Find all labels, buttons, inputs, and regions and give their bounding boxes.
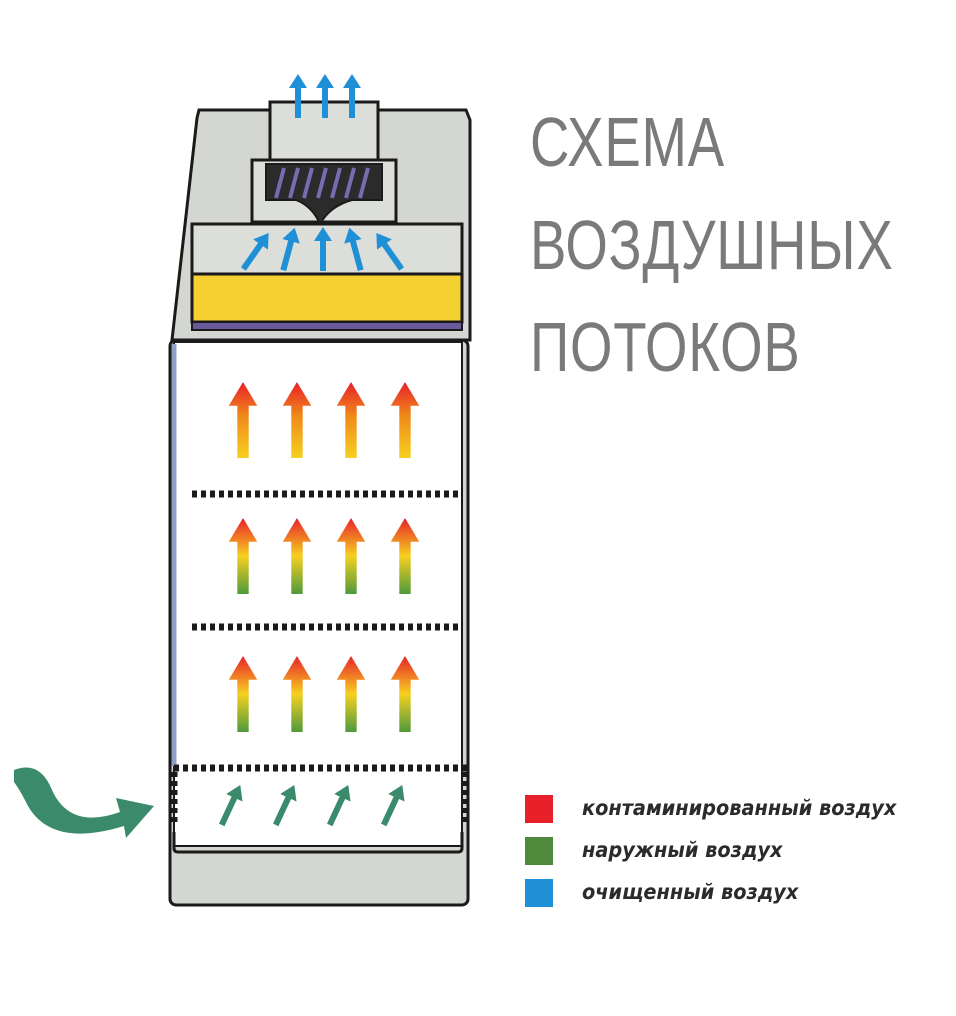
legend-label: контаминированный воздух [582, 796, 897, 820]
legend-label: очищенный воздух [582, 880, 799, 904]
filter-strip [191, 321, 463, 331]
work-chamber [173, 341, 463, 847]
plenum-box [190, 222, 464, 276]
legend-swatch-blue [525, 879, 553, 907]
exhaust-arrows [289, 74, 361, 118]
curved-intake-arrow-icon [14, 767, 154, 838]
title-line-1: СХЕМА [530, 103, 725, 181]
hepa-filter-icon [190, 272, 464, 324]
legend-label: наружный воздух [582, 838, 783, 862]
legend-swatch-green [525, 837, 553, 865]
bottom-tray [172, 832, 464, 854]
title-line-3: ПОТОКОВ [530, 308, 801, 386]
title-line-2: ВОЗДУШНЫХ [530, 206, 894, 284]
legend-swatch-red [525, 795, 553, 823]
grilles [170, 490, 470, 826]
